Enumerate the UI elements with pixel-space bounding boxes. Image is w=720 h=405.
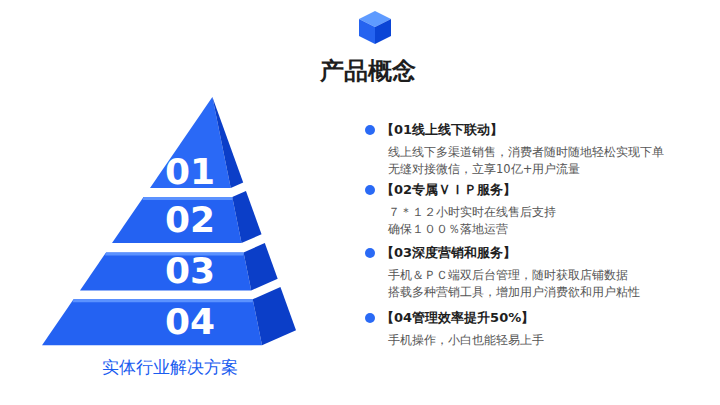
pyramid-band: 02	[112, 191, 262, 243]
band-side	[243, 243, 277, 290]
band-front	[112, 197, 242, 243]
item-body: 线上线下多渠道销售，消费者随时随地轻松实现下单	[388, 144, 664, 160]
item-body: ７＊１２小时实时在线售后支持	[388, 204, 556, 220]
pyramid-band: 01	[150, 97, 243, 188]
bullet-dots	[365, 125, 375, 323]
band-number: 03	[165, 253, 215, 289]
band-side	[212, 97, 243, 188]
item-heading: 【02专属ＶＩＰ服务】	[381, 182, 516, 198]
band-side	[232, 191, 261, 243]
item-body: 确保１００％落地运营	[388, 221, 508, 237]
pyramid-band: 03	[80, 243, 278, 290]
pyramid-band: 04	[42, 287, 296, 345]
item-body: 手机操作，小白也能轻易上手	[388, 332, 544, 348]
band-step	[142, 197, 232, 200]
band-front	[42, 299, 262, 345]
title: 产品概念	[0, 56, 720, 86]
cube-icon	[359, 11, 391, 44]
item-heading: 【03深度营销和服务】	[381, 245, 516, 261]
band-number: 02	[165, 202, 215, 238]
band-front	[80, 252, 251, 290]
item-body: 搭载多种营销工具，增加用户消费欲和用户粘性	[388, 284, 640, 300]
band-step	[73, 299, 253, 302]
band-side	[253, 287, 296, 345]
caption: 实体行业解决方案	[40, 355, 300, 379]
item-body: 无缝对接微信，立享10亿+用户流量	[388, 161, 580, 177]
band-number: 01	[165, 154, 215, 190]
item-heading: 【01线上线下联动】	[381, 122, 503, 138]
item-body: 手机＆ＰＣ端双后台管理，随时获取店铺数据	[388, 267, 628, 283]
band-number: 04	[165, 304, 215, 340]
item-heading: 【04管理效率提升50%】	[381, 310, 534, 326]
